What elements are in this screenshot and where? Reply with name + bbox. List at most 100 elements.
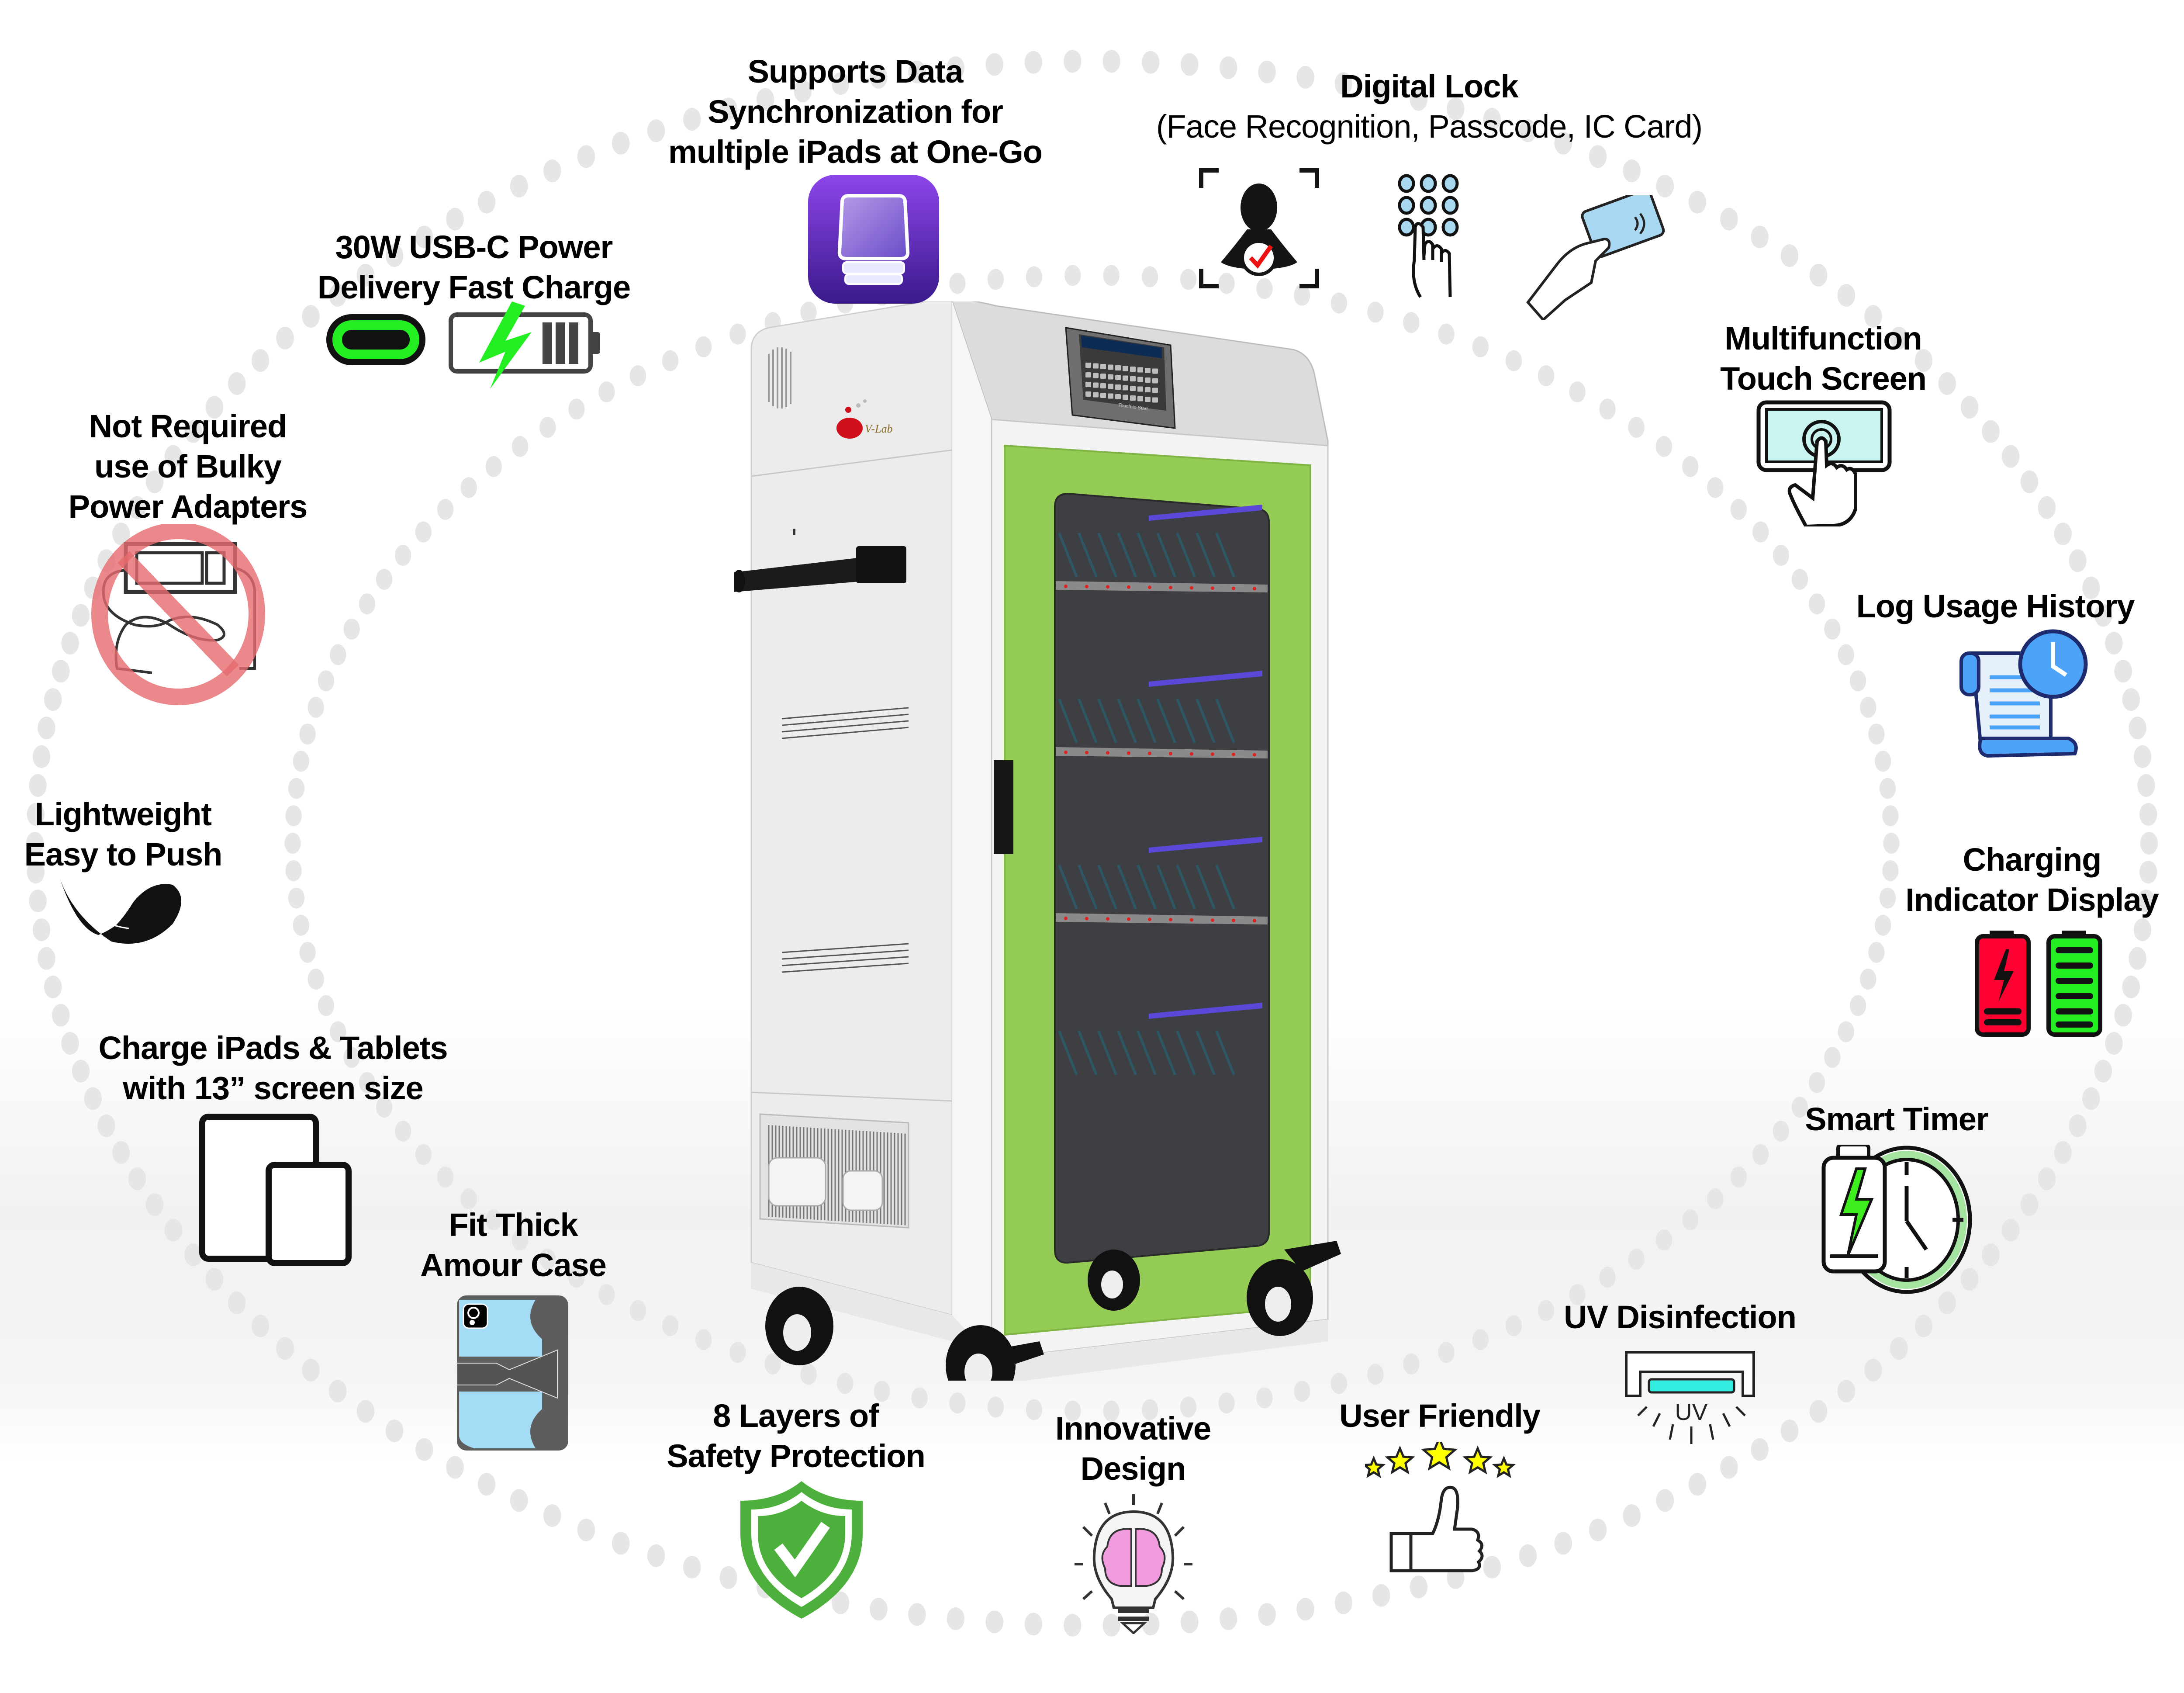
locker-slot-button[interactable]	[1115, 384, 1121, 390]
ring-dot	[695, 1329, 712, 1350]
ring-dot	[612, 1532, 630, 1555]
ring-dot	[2133, 745, 2152, 768]
locker-slot-button[interactable]	[1085, 382, 1091, 387]
locker-slot-button[interactable]	[1137, 377, 1143, 382]
ring-dot	[1438, 1342, 1455, 1363]
ring-dot	[947, 1607, 965, 1630]
locker-slot-button[interactable]	[1093, 373, 1099, 378]
ring-dot	[460, 1188, 477, 1209]
ring-dot	[800, 1364, 817, 1385]
ring-dot	[1914, 349, 1933, 372]
ring-dot	[437, 499, 454, 520]
feature-label-usb-c: 30W USB-C Power Delivery Fast Charge	[317, 229, 631, 305]
ring-dot	[2038, 1167, 2056, 1191]
ring-dot	[1026, 266, 1043, 287]
locker-slot-button[interactable]	[1137, 367, 1143, 373]
ring-dot	[1258, 1603, 1276, 1626]
locker-slot-button[interactable]	[1145, 397, 1151, 402]
locker-slot-button[interactable]	[1130, 386, 1136, 391]
locker-slot-button[interactable]	[1145, 377, 1151, 383]
ring-dot	[987, 269, 1004, 290]
locker-slot-button[interactable]	[1100, 393, 1106, 398]
ring-dot	[1824, 1047, 1841, 1068]
charging-led	[1064, 917, 1068, 920]
locker-slot-button[interactable]	[1123, 385, 1128, 391]
locker-slot-button[interactable]	[1115, 365, 1121, 370]
power-socket-panel	[759, 1113, 909, 1229]
locker-slot-button[interactable]	[1100, 383, 1106, 388]
locker-slot-button[interactable]	[1137, 396, 1143, 402]
locker-slot-button[interactable]	[1108, 393, 1113, 399]
touch-screen-icon	[1756, 400, 1892, 526]
locker-slot-button[interactable]	[1145, 387, 1151, 392]
locker-slot-button[interactable]	[1130, 376, 1136, 381]
locker-slot-button[interactable]	[1152, 388, 1158, 393]
ring-dot	[987, 1396, 1004, 1418]
ring-dot	[2082, 576, 2100, 599]
charging-led	[1106, 917, 1109, 921]
ring-dot	[72, 1059, 90, 1083]
ring-dot	[1655, 1229, 1673, 1251]
ring-dot	[1180, 1396, 1197, 1418]
locker-slot-button[interactable]	[1130, 367, 1136, 372]
usb-c-port-icon	[326, 314, 425, 365]
charging-led	[1085, 751, 1089, 755]
push-handle[interactable]	[734, 546, 906, 592]
ipad-slot-divider	[1137, 532, 1157, 578]
ipad-slot-divider	[1058, 698, 1078, 744]
touch-screen-display[interactable]: Touch to Start	[1065, 327, 1176, 429]
locker-slot-button[interactable]	[1093, 392, 1099, 398]
locker-slot-button[interactable]	[1152, 368, 1158, 374]
locker-slot-button[interactable]	[1130, 395, 1136, 401]
ring-dot	[1780, 1419, 1799, 1442]
ring-dot	[1334, 1591, 1353, 1614]
locker-slot-button[interactable]	[1100, 364, 1106, 369]
ring-dot	[1181, 53, 1199, 76]
locker-slot-button[interactable]	[1108, 374, 1113, 380]
charging-led	[1169, 752, 1172, 755]
ring-dot	[949, 273, 966, 294]
ring-dot	[647, 1544, 665, 1567]
locker-slot-button[interactable]	[1085, 372, 1091, 377]
locker-slot-button[interactable]	[1108, 364, 1113, 370]
feature-label-armour-case: Fit Thick Amour Case	[420, 1207, 607, 1283]
door-handle[interactable]	[994, 760, 1013, 854]
ring-dot	[2082, 1087, 2100, 1110]
locker-slot-button[interactable]	[1137, 386, 1143, 392]
locker-slot-button[interactable]	[1093, 382, 1099, 388]
ring-dot	[299, 724, 316, 745]
ipad-slot-divider	[1156, 698, 1176, 744]
locker-slot-button[interactable]	[1152, 397, 1158, 403]
locker-slot-button[interactable]	[1123, 366, 1128, 371]
ring-dot	[543, 159, 561, 182]
charging-led	[1148, 917, 1151, 921]
locker-slot-button[interactable]	[1115, 375, 1121, 380]
ring-dot	[1519, 1544, 1537, 1567]
locker-slot-button[interactable]	[1085, 391, 1091, 397]
ring-dot	[1102, 1613, 1120, 1637]
ring-dot	[293, 751, 309, 772]
locker-slot-button[interactable]	[1123, 395, 1128, 400]
locker-slot-button[interactable]	[1100, 374, 1106, 379]
locker-slot-button[interactable]	[1085, 363, 1091, 368]
ring-dot	[1103, 265, 1120, 286]
feature-label-innovative: Innovative Design	[1055, 1410, 1211, 1487]
ring-dot	[415, 225, 433, 249]
charging-led	[1253, 919, 1256, 923]
ring-dot	[1688, 1473, 1707, 1496]
locker-slot-button[interactable]	[1123, 375, 1128, 381]
locker-slot-button[interactable]	[1145, 368, 1151, 373]
rating-star	[1420, 1442, 1458, 1471]
locker-slot-button[interactable]	[1108, 384, 1113, 389]
ring-dot	[343, 1047, 360, 1068]
ring-dot	[1730, 499, 1747, 520]
ring-dot	[831, 72, 850, 95]
ring-dot	[477, 190, 496, 214]
locker-slot-button[interactable]	[1093, 363, 1099, 369]
ring-dot	[1752, 1144, 1769, 1165]
ring-dot	[908, 60, 926, 83]
locker-slot-button[interactable]	[1152, 378, 1158, 384]
locker-slot-button[interactable]	[1115, 394, 1121, 399]
ring-dot	[1938, 1291, 1956, 1315]
ring-dot	[911, 1387, 928, 1409]
